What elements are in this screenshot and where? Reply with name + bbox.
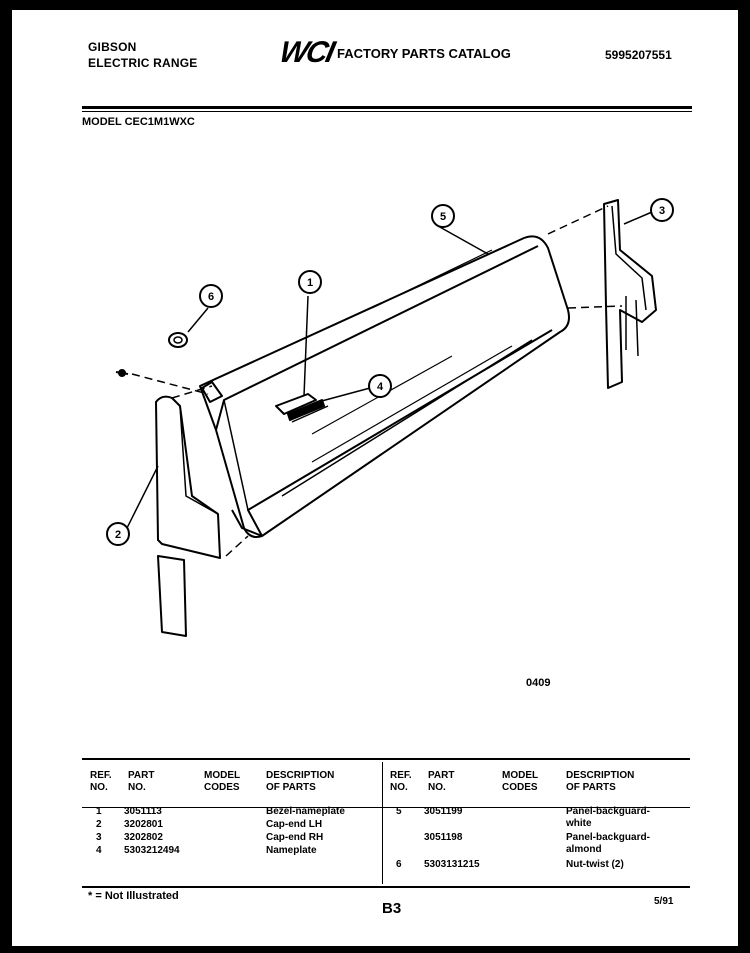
header-rule-thin (82, 111, 692, 112)
table-bottom-rule (82, 886, 690, 888)
row-desc: Nut-twist (2) (566, 859, 624, 870)
row-desc: Panel-backguard- (566, 832, 650, 843)
row-ref: 4 (96, 845, 102, 856)
table-header-rule (82, 807, 690, 808)
row-part: 5303212494 (124, 845, 180, 856)
row-part: 5303131215 (424, 859, 480, 870)
callout-2 (106, 522, 130, 546)
row-ref: 5 (396, 806, 402, 817)
cap-end-lh-bracket (157, 555, 187, 637)
row-desc-cont: almond (566, 844, 602, 855)
callout-1-label: 1 (307, 277, 313, 289)
row-desc: Cap-end RH (266, 832, 324, 843)
row-desc: Cap-end LH (266, 819, 323, 830)
row-desc: Nameplate (266, 845, 317, 856)
figure-code: 0409 (526, 677, 551, 689)
row-part: 3051113 (124, 806, 162, 817)
row-part: 3051198 (424, 832, 463, 843)
row-ref: 6 (396, 859, 402, 870)
row-desc-cont: white (566, 818, 592, 829)
callout-6 (199, 284, 223, 308)
cap-end-rh (603, 199, 657, 389)
row-part: 3202802 (124, 832, 163, 843)
row-part: 3051199 (424, 806, 463, 817)
brand-name: GIBSON (88, 40, 137, 54)
catalog-page: GIBSON ELECTRIC RANGE WCI FACTORY PARTS … (12, 10, 738, 946)
catalog-title: FACTORY PARTS CATALOG (337, 46, 511, 61)
row-ref: 2 (96, 819, 102, 830)
revision-date: 5/91 (654, 896, 674, 907)
document-number: 5995207551 (605, 48, 672, 62)
callout-1 (298, 270, 322, 294)
model-number: MODEL CEC1M1WXC (82, 116, 195, 128)
product-type: ELECTRIC RANGE (88, 56, 198, 70)
callout-5 (431, 204, 455, 228)
callout-5-label: 5 (440, 211, 446, 223)
header-ref-right: REF.NO. (390, 770, 412, 793)
callout-3 (650, 198, 674, 222)
row-desc: Bezel-nameplate (266, 806, 345, 817)
table-top-rule (82, 758, 690, 760)
header-rule (82, 106, 692, 109)
callout-4-label: 4 (377, 381, 384, 393)
page-number: B3 (382, 900, 402, 917)
callout-6-label: 6 (208, 291, 214, 303)
footnote: * = Not Illustrated (88, 890, 179, 902)
row-ref: 3 (96, 832, 102, 843)
row-part: 3202801 (124, 819, 163, 830)
callout-4 (368, 374, 392, 398)
bezel-nameplate (275, 393, 317, 415)
callout-3-label: 3 (659, 205, 665, 217)
callout-2-label: 2 (115, 529, 121, 541)
cap-end-lh (155, 395, 221, 559)
exploded-parts-diagram: 1 2 3 4 5 6 (106, 198, 674, 637)
table-column-divider (382, 762, 383, 884)
nameplate (287, 399, 325, 421)
row-ref: 1 (96, 806, 102, 817)
row-desc: Panel-backguard- (566, 806, 650, 817)
header-ref: REF.NO. (90, 770, 112, 793)
nut-twist (168, 332, 188, 348)
